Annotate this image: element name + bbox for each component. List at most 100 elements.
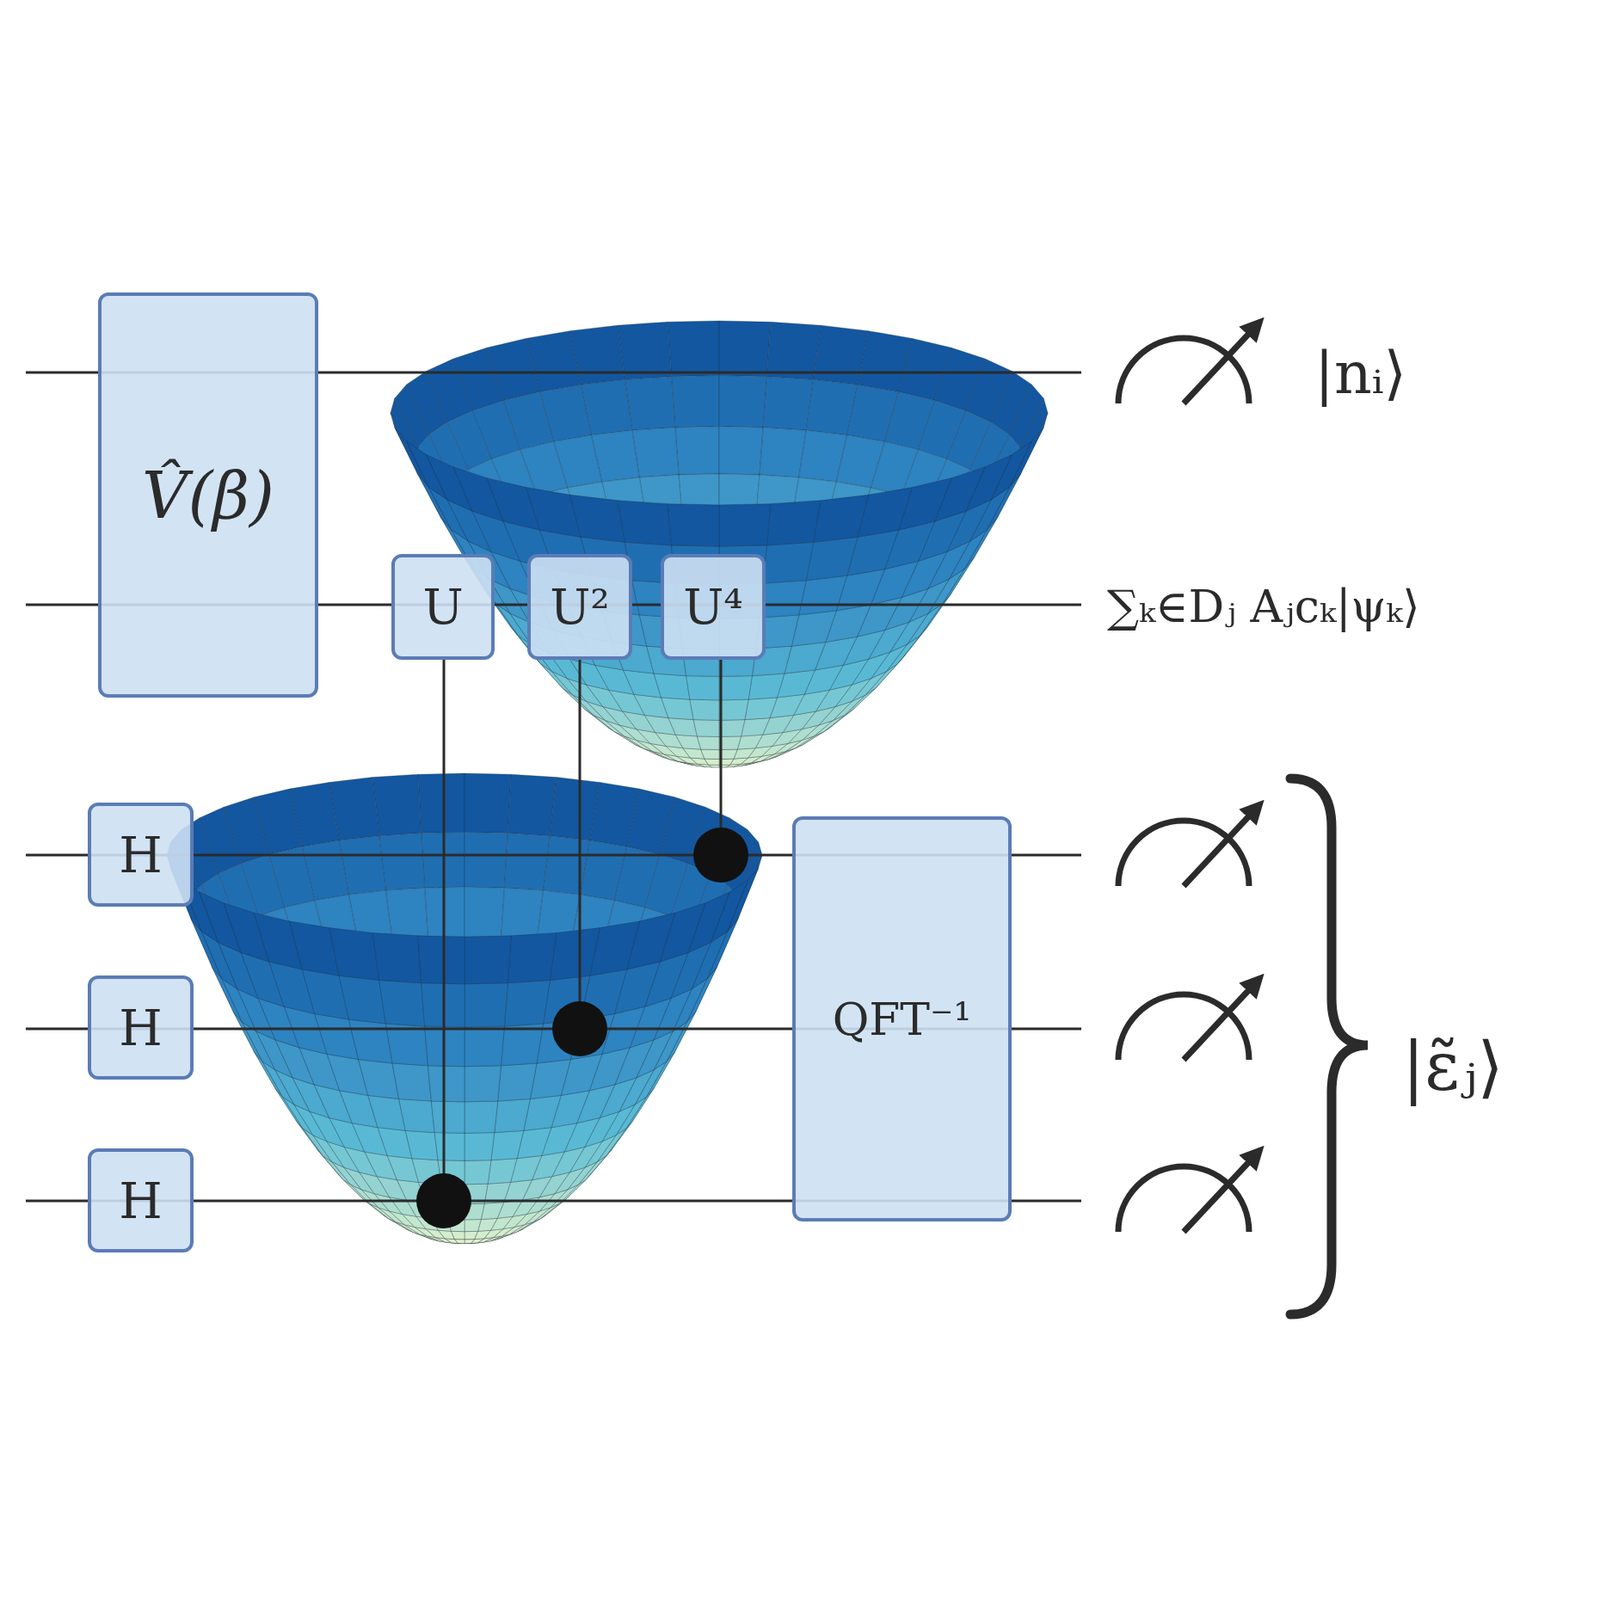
surface-patch — [767, 500, 822, 546]
surface-patch — [763, 376, 813, 431]
measurement-meter — [1118, 1152, 1258, 1232]
gate-label: U² — [549, 578, 610, 635]
surface-patch — [464, 831, 508, 888]
surface-patch — [719, 736, 742, 751]
surface-patch — [464, 935, 511, 985]
paraboloid-surface — [166, 773, 763, 1244]
surface-patch — [675, 426, 720, 475]
surface-patch — [379, 980, 425, 1028]
surface-patch — [719, 699, 749, 720]
surface-patch — [701, 749, 720, 759]
surface-patch — [617, 500, 672, 546]
gate-label: QFT⁻¹ — [832, 993, 973, 1046]
surface-patch — [689, 699, 720, 720]
surface-patch — [464, 1065, 502, 1102]
surface-patch — [451, 1230, 466, 1240]
meter-arc — [1118, 994, 1250, 1060]
surface-patch — [491, 1130, 524, 1160]
surface-patch — [667, 504, 720, 547]
surface-patch — [428, 1065, 466, 1102]
surface-patch — [498, 1063, 537, 1102]
control-lines — [416, 659, 749, 1229]
surface-patch — [526, 487, 582, 538]
control-dot — [552, 1001, 608, 1057]
surface-patch — [719, 720, 745, 738]
surface-patch — [399, 1099, 436, 1133]
measurement-meter — [1118, 980, 1258, 1060]
gate-box: QFT⁻¹ — [792, 816, 1012, 1222]
surface-patch — [806, 536, 858, 580]
surface-patch — [405, 1130, 438, 1160]
surface-patch — [693, 720, 720, 738]
surface-patch — [464, 1219, 481, 1232]
surface-patch — [719, 375, 768, 428]
surface-patch — [480, 1202, 505, 1220]
gate-label: U — [422, 578, 463, 635]
gate-box: U⁴ — [660, 553, 766, 660]
surface-patch — [507, 932, 557, 983]
surface-patch — [570, 494, 626, 542]
surface-patch — [767, 321, 822, 380]
surface-patch — [501, 887, 544, 942]
surface-patch — [464, 983, 508, 1028]
surface-patch — [372, 774, 422, 837]
surface-patch — [704, 758, 720, 765]
gate-box: U² — [527, 553, 633, 660]
control-dot — [693, 827, 749, 883]
surface-patch — [348, 1019, 393, 1064]
measurement-meters — [1118, 324, 1258, 1232]
surface-patch — [434, 1132, 465, 1162]
surface-patch — [464, 1026, 505, 1067]
control-dot — [416, 1173, 472, 1229]
surface-patch — [418, 773, 465, 833]
curly-bracket — [1290, 778, 1368, 1315]
surface-patch — [737, 734, 763, 750]
meter-arc — [1118, 338, 1250, 404]
gate-box: H — [87, 975, 194, 1080]
surface-patch — [719, 320, 771, 377]
meter-needle — [1183, 1152, 1258, 1232]
surface-patch — [372, 932, 422, 983]
surface-patch — [763, 541, 813, 584]
gate-box: H — [87, 1148, 194, 1253]
gate-label: U⁴ — [683, 578, 744, 635]
gate-box: V̂(β) — [98, 292, 319, 698]
surface-patch — [675, 734, 701, 750]
surface-patch — [668, 718, 697, 737]
surface-patch — [379, 832, 425, 891]
gate-box: H — [87, 802, 194, 907]
gate-label: H — [118, 825, 163, 885]
surface-patch — [667, 320, 720, 377]
surface-patch — [392, 1063, 431, 1102]
gate-label: H — [118, 1171, 163, 1231]
surface-patch — [696, 736, 720, 751]
surface-patch — [504, 980, 550, 1028]
surface-patch — [759, 580, 807, 618]
meter-arc — [1118, 820, 1250, 887]
surface-patch — [464, 1101, 499, 1133]
surface-patch — [719, 426, 764, 475]
control-line — [443, 659, 446, 1201]
surface-patch — [464, 886, 505, 939]
surface-patch — [624, 376, 675, 431]
surface-patch — [617, 321, 672, 380]
surface-patch — [494, 1099, 531, 1133]
surface-patch — [719, 504, 771, 547]
surface-patch — [813, 494, 869, 542]
gate-label: H — [118, 998, 163, 1058]
meter-arc — [1118, 1166, 1250, 1232]
surface-patch — [464, 1160, 492, 1185]
meter-needle — [1183, 806, 1258, 887]
surface-patch — [744, 697, 778, 720]
state-label: |nᵢ⟩ — [1314, 338, 1407, 407]
surface-patch — [487, 1158, 517, 1185]
surface-patch — [719, 676, 752, 701]
surface-patch — [632, 427, 679, 478]
surface-patch — [338, 975, 386, 1024]
state-label: |ε̃ⱼ⟩ — [1402, 1027, 1504, 1106]
surface-patch — [671, 375, 720, 428]
gate-label: V̂(β) — [141, 458, 275, 533]
control-line — [720, 659, 723, 856]
surface-patch — [686, 676, 720, 701]
